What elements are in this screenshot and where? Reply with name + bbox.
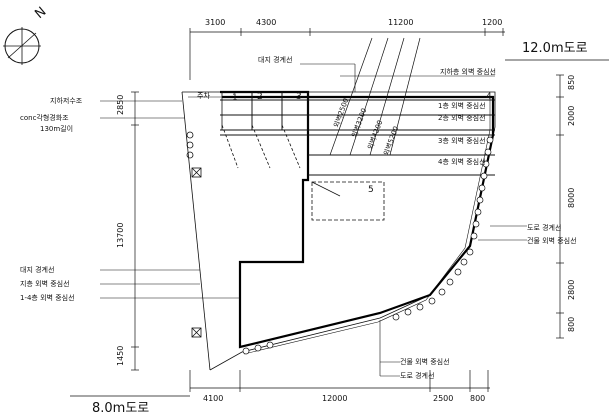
- dim-left-3: 1450: [116, 346, 125, 366]
- top-dimension-line: [189, 28, 505, 80]
- label-site-boundary-top: 대지 경계선: [258, 55, 292, 64]
- floor-wall-lines: [220, 99, 495, 176]
- dim-bottom-2: 12000: [322, 394, 347, 403]
- label-conc: conc각형경화조: [20, 113, 69, 122]
- label-road-boundary-bottom: 도로 경계선: [400, 371, 434, 380]
- dim-bottom-3: 2500: [433, 394, 453, 403]
- north-label: N: [32, 4, 49, 22]
- parking-bays: [221, 91, 309, 169]
- setback-4: 외벽5200: [381, 125, 400, 157]
- dim-right-1: 850: [567, 75, 576, 90]
- dim-top-1: 3100: [205, 18, 225, 27]
- dim-left-2: 13700: [116, 223, 125, 248]
- dim-right-4: 2800: [567, 280, 576, 300]
- floor-5-area: [311, 181, 385, 221]
- floor-number-5: 5: [368, 185, 374, 195]
- label-tank: 지하저수조: [50, 96, 83, 105]
- site-boundary: [181, 91, 496, 371]
- floor-number-3: 3: [296, 92, 302, 102]
- bottom-dimension-line: [189, 370, 490, 392]
- label-road-boundary-right: 도로 경계선: [527, 223, 561, 232]
- label-bldg-wall-bottom: 건물 외벽 중심선: [400, 357, 450, 366]
- label-basement-wall-left: 지층 외벽 중심선: [20, 279, 70, 288]
- north-compass: N: [3, 4, 49, 65]
- dim-right-2: 2000: [567, 106, 576, 126]
- left-dimension-line: [131, 91, 139, 371]
- right-dimension-line: [556, 74, 564, 339]
- setback-diagonals: [329, 37, 421, 156]
- floor-number-4: 4: [486, 92, 492, 102]
- boundary-stones: [242, 136, 494, 355]
- floor-number-2: 2: [257, 92, 263, 102]
- label-floor-4-wall: 4층 외벽 중심선: [438, 157, 486, 166]
- floor-number-1: 1: [232, 93, 238, 103]
- parking-label: 주차: [197, 91, 210, 100]
- dim-bottom-1: 4100: [203, 394, 223, 403]
- label-floor-3-wall: 3층 외벽 중심선: [438, 136, 486, 145]
- label-conc-length: 130m길이: [40, 124, 73, 133]
- label-basement-wall-top: 지하층 외벽 중심선: [440, 67, 496, 76]
- dim-top-2: 4300: [256, 18, 276, 27]
- dim-top-4: 1200: [482, 18, 502, 27]
- road-south-label: 8.0m도로: [92, 401, 149, 416]
- dim-top-3: 11200: [388, 18, 413, 27]
- label-floor-1-wall: 1층 외벽 중심선: [438, 101, 486, 110]
- dim-bottom-4: 800: [470, 394, 485, 403]
- basement-wall: [188, 96, 491, 355]
- label-site-boundary-left: 대지 경계선: [20, 265, 54, 274]
- tank-markers: [186, 131, 202, 338]
- setback-2: 외벽3200: [349, 107, 368, 139]
- dim-right-3: 8000: [567, 188, 576, 208]
- label-floors-wall-left: 1-4층 외벽 중심선: [20, 293, 75, 302]
- label-floor-2-wall: 2층 외벽 중심선: [438, 113, 486, 122]
- setback-1: 외벽2500: [331, 97, 350, 129]
- label-bldg-wall-right: 건물 외벽 중심선: [527, 236, 577, 245]
- dim-left-1: 2850: [116, 95, 125, 115]
- road-north-label: 12.0m도로: [522, 41, 588, 56]
- dim-right-5: 800: [567, 317, 576, 332]
